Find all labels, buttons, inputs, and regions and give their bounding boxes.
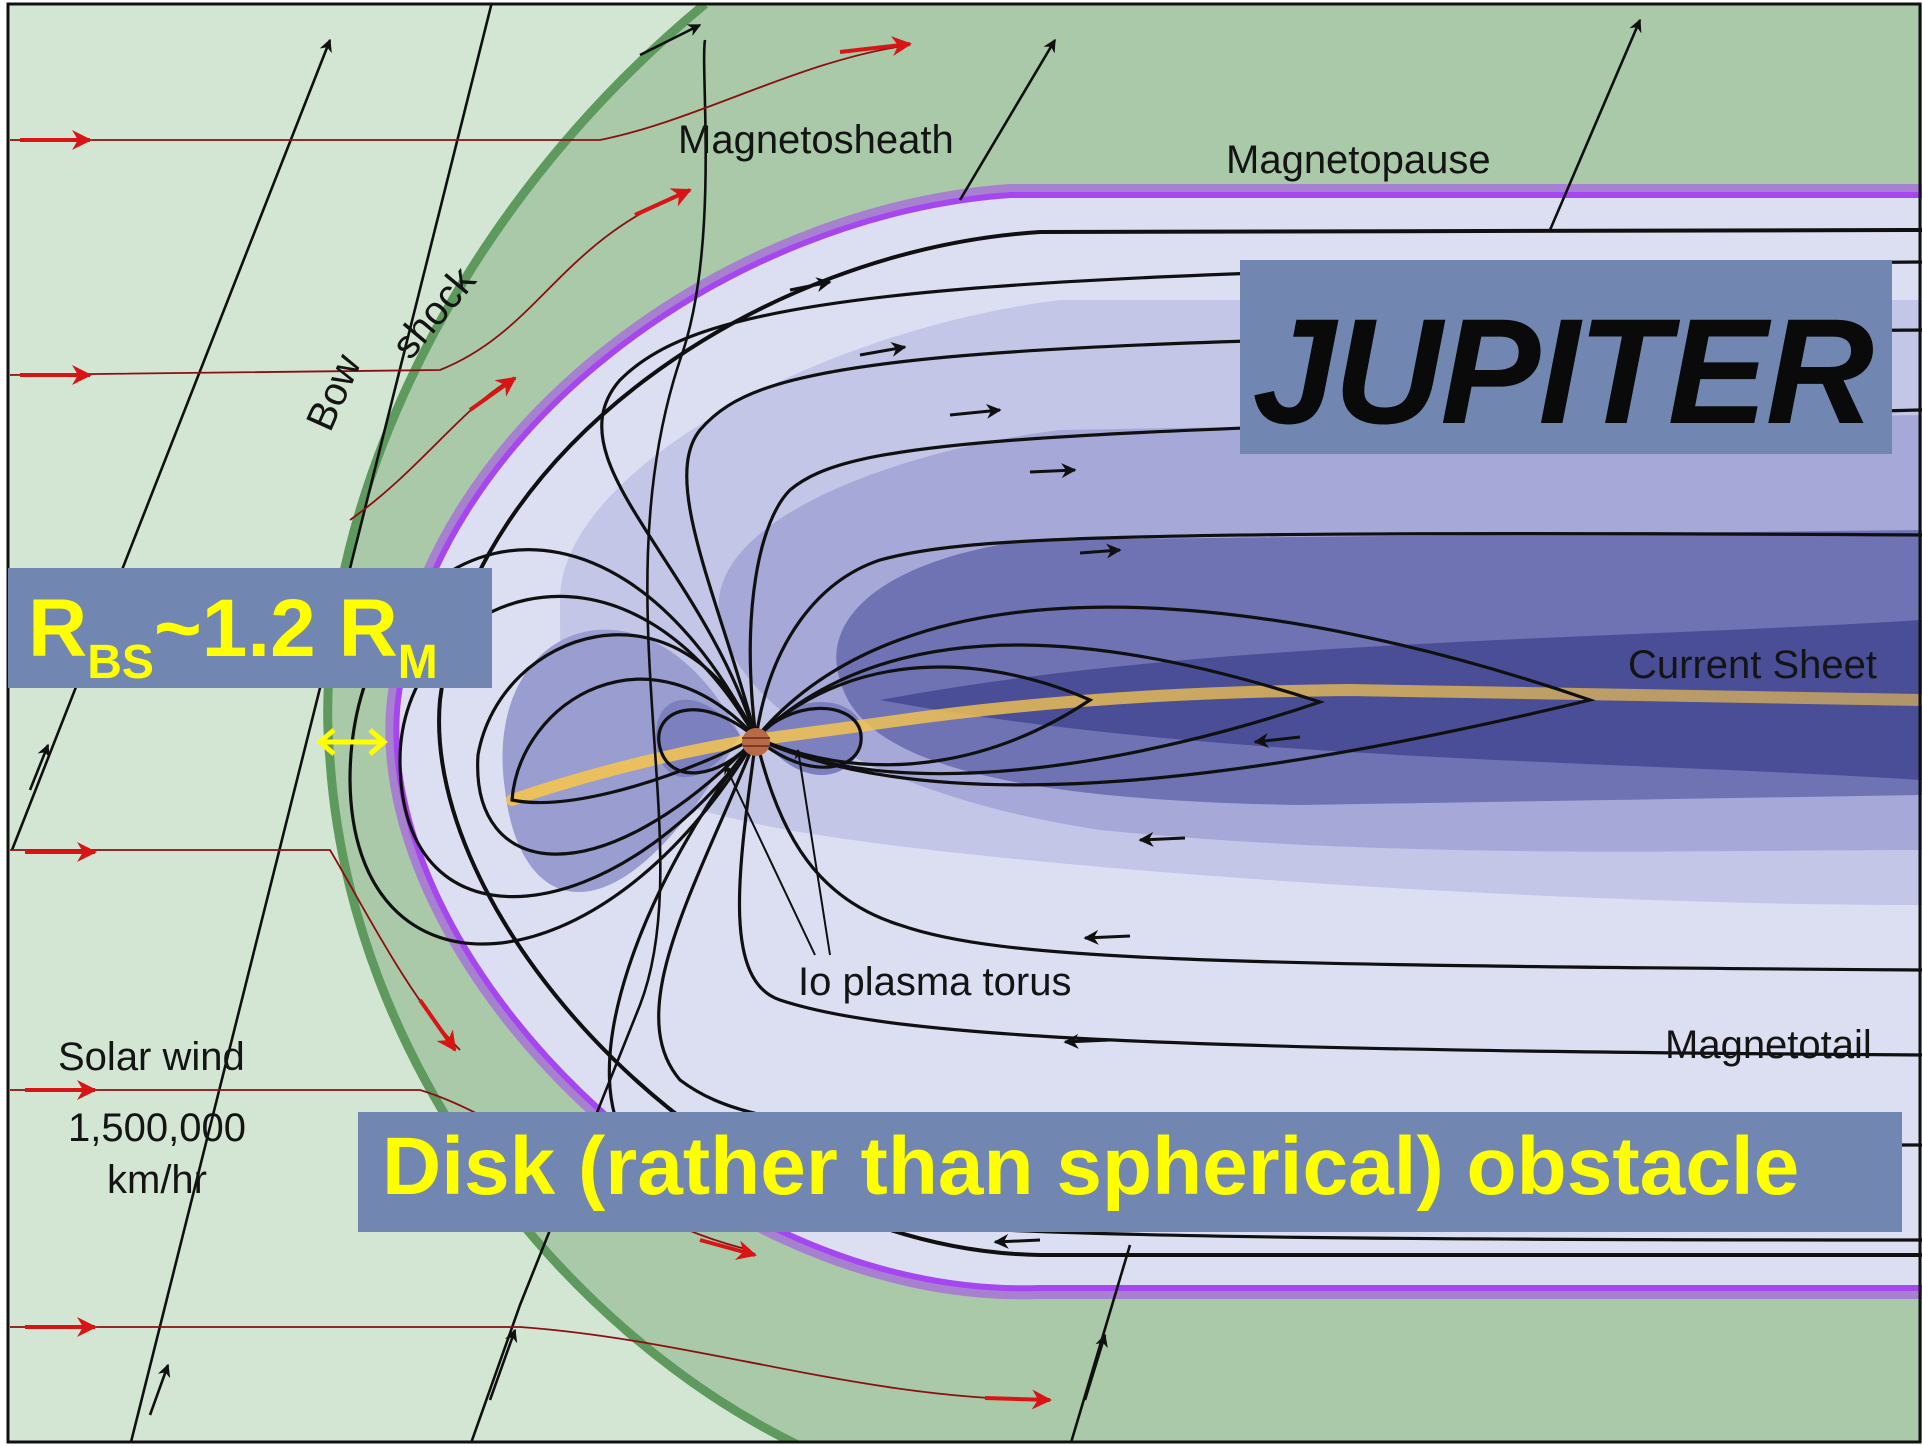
io-torus-pointers <box>724 749 831 956</box>
standoff-m-subscript: M <box>397 636 438 689</box>
magnetosheath-label: Magnetosheath <box>678 118 954 162</box>
standoff-bs-subscript: BS <box>87 636 154 689</box>
current-sheet-band <box>506 683 1922 806</box>
current-sheet-label: Current Sheet <box>1628 643 1878 687</box>
standoff-annotation-box: RBS~1.2 RM <box>8 568 492 688</box>
solar-wind-speed-unit: km/hr <box>107 1158 207 1202</box>
flow-arrowheads <box>20 36 1052 1410</box>
bow-shock-line <box>323 4 802 1442</box>
closed-field-lines <box>348 548 1596 946</box>
solar-wind-field-lines <box>10 4 1642 1442</box>
standoff-ratio: ~1.2 R <box>153 583 398 674</box>
solar-wind-speed-value: 1,500,000 <box>68 1106 246 1150</box>
jupiter-planet <box>742 728 770 756</box>
magnetotail-label: Magnetotail <box>1665 1023 1872 1067</box>
tail-core <box>880 620 1922 780</box>
disk-caption: Disk (rather than spherical) obstacle <box>382 1121 1800 1212</box>
standoff-distance-arrow <box>316 728 388 756</box>
disk-caption-box: Disk (rather than spherical) obstacle <box>358 1112 1902 1232</box>
solar-wind-label: Solar wind <box>58 1035 245 1079</box>
dayside-loop-shade <box>502 629 740 893</box>
field-direction-arrows <box>789 277 1301 1249</box>
standoff-r: R <box>28 583 88 674</box>
title-text: JUPITER <box>1252 287 1874 455</box>
magnetopause-label: Magnetopause <box>1226 138 1491 182</box>
diagram-frame <box>6 2 1922 1444</box>
title-box: JUPITER <box>1240 260 1892 454</box>
standoff-annotation: RBS~1.2 RM <box>28 588 438 687</box>
io-plasma-torus-label: Io plasma torus <box>798 960 1072 1004</box>
